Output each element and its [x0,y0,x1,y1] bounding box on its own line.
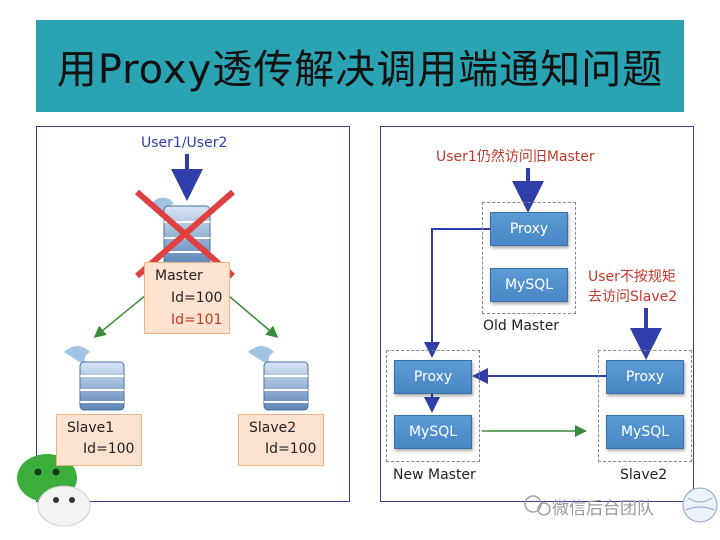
user-note-line2: 去访问Slave2 [588,289,678,305]
slave1-name: Slave1 [67,420,115,436]
slave2-group [598,350,692,462]
user-note-line1: User不按规矩 [588,269,676,285]
user-label: User1/User2 [141,135,228,151]
master-box: Master Id=100 Id=101 [144,262,230,334]
new-master-mysql: MySQL [394,415,472,449]
master-id-old: Id=100 [171,290,223,306]
slave2-mysql: MySQL [606,415,684,449]
title-bar: 用Proxy透传解决调用端通知问题 [36,20,684,112]
watermark-globe-icon [682,487,718,523]
master-name: Master [155,268,203,284]
slave1-box: Slave1 Id=100 [56,414,142,466]
slave2-box: Slave2 Id=100 [238,414,324,466]
master-id-new: Id=101 [171,312,223,328]
old-master-proxy: Proxy [490,212,568,246]
slave1-db-icon [64,346,125,411]
new-master-proxy: Proxy [394,360,472,394]
slave2-name: Slave2 [249,420,297,436]
slave2-db-icon [248,346,309,411]
old-master-label: Old Master [483,318,560,334]
watermark-text: 微信后台团队 [552,499,654,519]
slide-title: 用Proxy透传解决调用端通知问题 [56,47,664,93]
old-master-mysql: MySQL [490,268,568,302]
new-master-group [386,350,480,462]
slave2-id: Id=100 [265,441,317,457]
slave2-proxy: Proxy [606,360,684,394]
replication-arrow-slave1 [93,289,153,338]
proxy-forward-arrow [424,228,490,358]
replication-arrow-slave2 [221,289,279,338]
new-master-label: New Master [393,467,476,483]
slave1-id: Id=100 [83,441,135,457]
wechat-logo-icon [17,454,91,527]
slave2-label: Slave2 [620,467,668,483]
old-master-group [482,202,576,314]
user1-note: User1仍然访问旧Master [436,149,595,165]
watermark-wechat-icon [524,495,551,516]
